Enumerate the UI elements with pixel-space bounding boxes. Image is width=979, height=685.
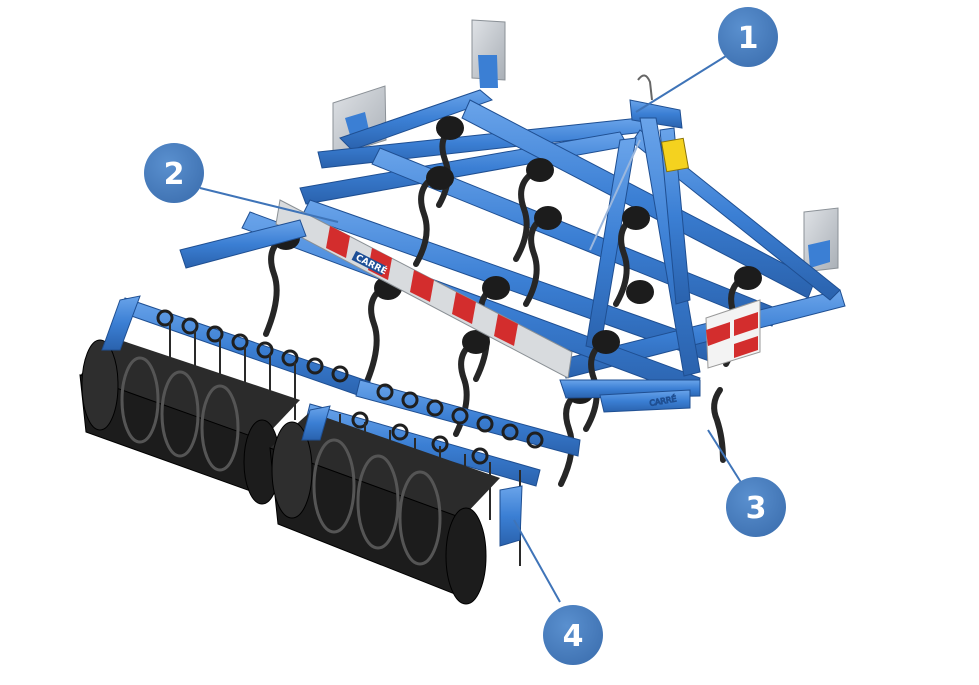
roller-arms [101, 295, 523, 547]
warning-bar: CARRÉ [275, 199, 573, 379]
callout-leader-lines [199, 55, 743, 603]
callout-2-label: 2 [164, 157, 185, 192]
leader-line-4 [513, 519, 561, 603]
cultivator-machine: CARRÉ CARRÉ [79, 19, 846, 605]
callout-1-badge [718, 7, 778, 67]
frame-beam-rear [339, 89, 493, 151]
callout-1: 1 [718, 7, 778, 67]
brand-plate [351, 250, 387, 276]
hitch-tower [585, 74, 701, 377]
spring-tines [263, 127, 743, 487]
leader-line-3 [707, 429, 743, 485]
reflector-panel-right [705, 299, 761, 369]
crumbler-roller-right [269, 412, 500, 605]
callout-3: 3 [726, 477, 786, 537]
callout-2: 2 [144, 143, 204, 203]
crumbler-roller-left [79, 339, 300, 505]
hitch-control-box [660, 137, 690, 173]
callout-1-label: 1 [738, 21, 759, 56]
callout-3-badge [726, 477, 786, 537]
callout-4-label: 4 [563, 619, 584, 654]
callout-4: 4 [543, 605, 603, 665]
leader-line-1 [635, 55, 727, 113]
callout-2-badge [144, 143, 204, 203]
leader-line-2 [199, 187, 339, 223]
callout-4-badge [543, 605, 603, 665]
callout-3-label: 3 [746, 491, 767, 526]
side-frame-arms: CARRÉ [179, 219, 701, 413]
